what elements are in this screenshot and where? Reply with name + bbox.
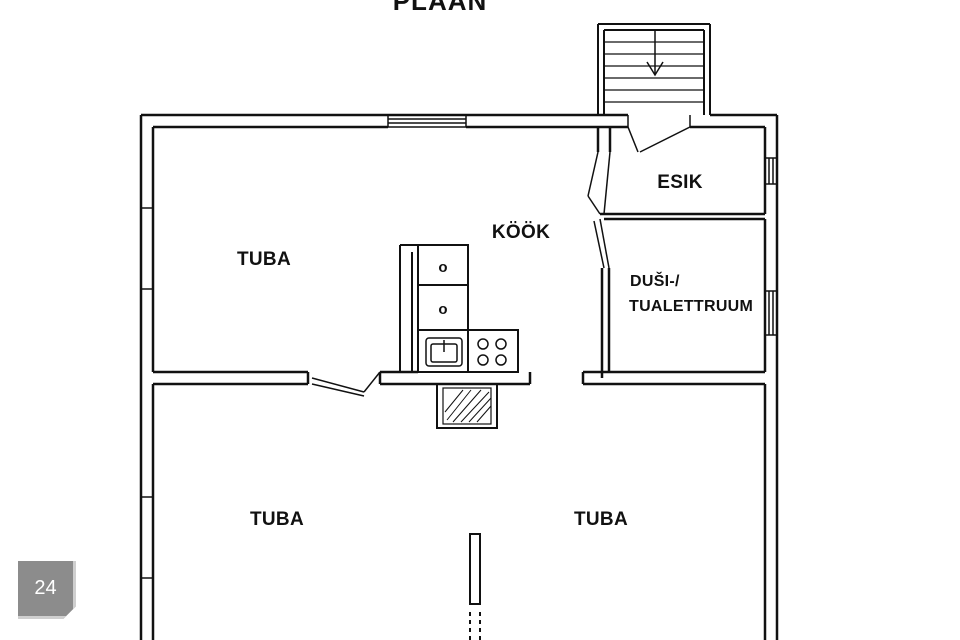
- window-right-bathroom: [764, 290, 778, 336]
- room-label-kitchen: KÖÖK: [492, 222, 550, 243]
- living-door: [311, 371, 381, 397]
- page-number-badge: 24: [18, 561, 76, 619]
- plan-title: PLAAN: [393, 0, 488, 16]
- room-label-bathroom-line2: TUALETTRUUM: [629, 298, 753, 315]
- window-right-entrance: [764, 157, 778, 185]
- oven-symbol-upper: o: [438, 259, 447, 276]
- center-partition: [469, 533, 481, 640]
- window-top: [387, 114, 467, 128]
- esik-door: [587, 151, 611, 215]
- chimney-icon: [436, 383, 498, 429]
- sink-icon: [425, 337, 463, 367]
- stove-burners-icon: [477, 338, 507, 366]
- oven-symbols: o o: [438, 259, 447, 318]
- oven-symbol-lower: o: [438, 301, 447, 318]
- room-label-entrance: ESIK: [657, 172, 703, 193]
- left-wall-marks: [141, 207, 153, 579]
- interior-walls: [153, 127, 765, 386]
- room-label-living-bottom-left: TUBA: [250, 509, 304, 530]
- entrance-door: [627, 115, 691, 153]
- staircase: [597, 23, 711, 115]
- outer-walls: [139, 113, 779, 640]
- bathroom-door: [593, 218, 610, 269]
- room-label-living-top-left: TUBA: [237, 249, 291, 270]
- room-label-bathroom-line1: DUŠI-/: [630, 271, 680, 290]
- kitchen-counter: [399, 244, 519, 373]
- room-label-living-bottom-right: TUBA: [574, 509, 628, 530]
